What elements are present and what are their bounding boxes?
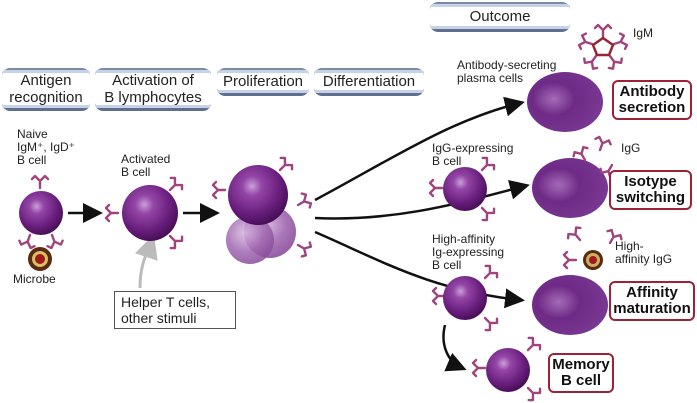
high-affinity-igg-label: High- affinity IgG [615, 239, 673, 266]
arrow-to-memory [442, 324, 467, 372]
high-affinity-igg-icon [562, 224, 625, 270]
plasma-cell-3 [532, 275, 608, 335]
plasma-cells-label: Antibody-secreting plasma cells [457, 58, 557, 85]
igg-expressing-b-cell [428, 154, 498, 224]
stage-antigen-recognition: Antigen recognition [2, 68, 90, 111]
plasma-cell-2 [532, 158, 608, 218]
stage-differentiation: Differentiation [314, 68, 424, 96]
igg-label: IgG [621, 141, 641, 155]
naive-b-cell [17, 174, 65, 251]
igm-label: IgM [633, 26, 654, 40]
outcome-label: Isotype switching [615, 173, 686, 206]
arrow-to-affinity [314, 230, 525, 309]
arrow-to-plasma [314, 96, 525, 202]
proliferating-b-cells [211, 154, 314, 264]
stage-activation: Activation of B lymphocytes [95, 68, 211, 111]
outcome-affinity-maturation: Affinity maturation [609, 281, 695, 321]
stage-label: Proliferation [222, 73, 304, 90]
stage-proliferation: Proliferation [217, 68, 309, 96]
plasma-cell-1 [527, 72, 603, 132]
activated-b-cell-label: Activated B cell [121, 152, 171, 179]
stage-label: Activation of B lymphocytes [104, 72, 202, 106]
microbe-icon [28, 247, 52, 271]
stage-label: Antigen recognition [9, 72, 83, 106]
high-affinity-b-cell [431, 262, 501, 334]
high-affinity-label: High-affinity Ig-expressing B cell [432, 232, 505, 272]
microbe-label: Microbe [13, 272, 56, 286]
memory-b-cell [471, 334, 544, 403]
outcome-label: Antibody secretion [618, 83, 686, 116]
outcome-memory-b-cell: Memory B cell [548, 353, 614, 393]
stage-outcome: Outcome [430, 2, 570, 32]
outcome-label: Memory B cell [552, 356, 610, 389]
helper-t-cells-box: Helper T cells, other stimuli [114, 291, 236, 329]
arrow-to-isotype [314, 180, 530, 220]
igm-pentamer-icon [576, 23, 630, 72]
activated-b-cell [104, 174, 186, 252]
outcome-isotype-switching: Isotype switching [609, 170, 692, 210]
outcome-label: Affinity maturation [613, 284, 691, 317]
outcome-antibody-secretion: Antibody secretion [612, 80, 692, 120]
naive-b-cell-label: Naive IgM⁺, IgD⁺ B cell [17, 127, 76, 167]
stage-label: Outcome [469, 8, 531, 25]
stage-label: Differentiation [322, 73, 416, 90]
igg-expressing-label: IgG-expressing B cell [432, 141, 514, 168]
arrow-helper-to-activated [134, 234, 158, 289]
